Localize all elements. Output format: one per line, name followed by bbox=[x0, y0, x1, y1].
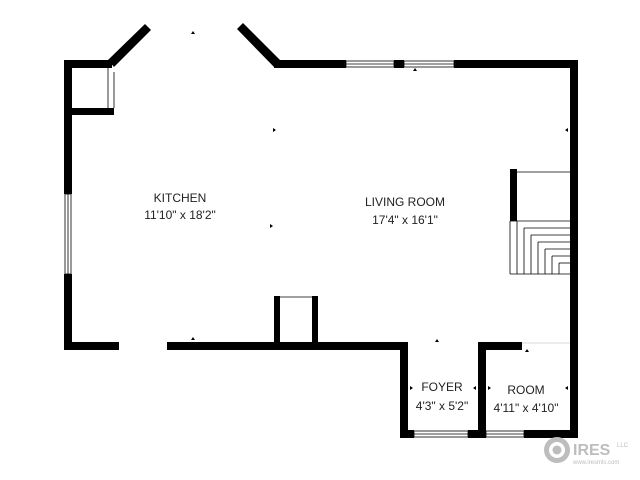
south-wall-mid bbox=[167, 342, 408, 350]
dimension-markers bbox=[191, 31, 568, 390]
foyer-door bbox=[413, 430, 469, 438]
bay-wall-left bbox=[108, 24, 151, 67]
room-window bbox=[485, 430, 525, 438]
foyer-dims: 4'3" x 5'2" bbox=[416, 399, 468, 413]
north-wall-c bbox=[454, 60, 578, 68]
marker bbox=[488, 386, 491, 390]
marker bbox=[473, 386, 476, 390]
stair-wall bbox=[510, 169, 517, 221]
west-window bbox=[64, 193, 72, 275]
north-wall-b bbox=[394, 60, 404, 68]
south-wall-west bbox=[64, 342, 119, 350]
walls bbox=[64, 23, 578, 438]
living-room-dims: 17'4" x 16'1" bbox=[372, 213, 438, 227]
east-wall bbox=[570, 60, 578, 436]
foyer-south-wall-b bbox=[468, 430, 486, 438]
marker bbox=[413, 68, 417, 71]
marker bbox=[435, 339, 439, 342]
marker bbox=[191, 31, 195, 34]
marker bbox=[270, 224, 273, 228]
bay-wall-right bbox=[237, 23, 280, 67]
room-name: ROOM bbox=[507, 383, 544, 397]
marker bbox=[410, 386, 413, 390]
room-labels: KITCHEN 11'10" x 18'2" LIVING ROOM 17'4"… bbox=[144, 191, 558, 415]
marker bbox=[525, 349, 529, 352]
column-left bbox=[274, 296, 280, 346]
ires-brand-suffix: LLC bbox=[617, 443, 629, 449]
kitchen-name: KITCHEN bbox=[154, 191, 207, 205]
marker bbox=[565, 386, 568, 390]
ires-watermark: IRES LLC www.iresmls.com bbox=[544, 437, 629, 466]
marker bbox=[273, 128, 276, 132]
west-wall-lower bbox=[64, 274, 72, 350]
foyer-east-wall bbox=[478, 342, 486, 438]
west-wall-upper bbox=[64, 60, 72, 194]
ires-url: www.iresmls.com bbox=[572, 460, 619, 466]
room-dims: 4'11" x 4'10" bbox=[494, 401, 559, 415]
foyer-name: FOYER bbox=[421, 380, 463, 394]
kitchen-dims: 11'10" x 18'2" bbox=[144, 208, 216, 222]
pantry-wall bbox=[72, 108, 114, 115]
ires-brand: IRES bbox=[573, 442, 611, 459]
fixtures bbox=[64, 60, 570, 438]
north-wall-west bbox=[64, 60, 112, 68]
room-north-wall bbox=[478, 342, 522, 350]
north-window-1 bbox=[345, 60, 395, 68]
north-window-2 bbox=[403, 60, 455, 68]
marker bbox=[191, 337, 195, 340]
marker bbox=[565, 128, 568, 132]
foyer-west-wall bbox=[400, 342, 408, 438]
room-south-wall bbox=[524, 430, 578, 438]
foyer-south-wall-a bbox=[400, 430, 414, 438]
north-wall-a bbox=[274, 60, 346, 68]
column-right bbox=[312, 296, 318, 346]
living-room-name: LIVING ROOM bbox=[365, 195, 445, 209]
